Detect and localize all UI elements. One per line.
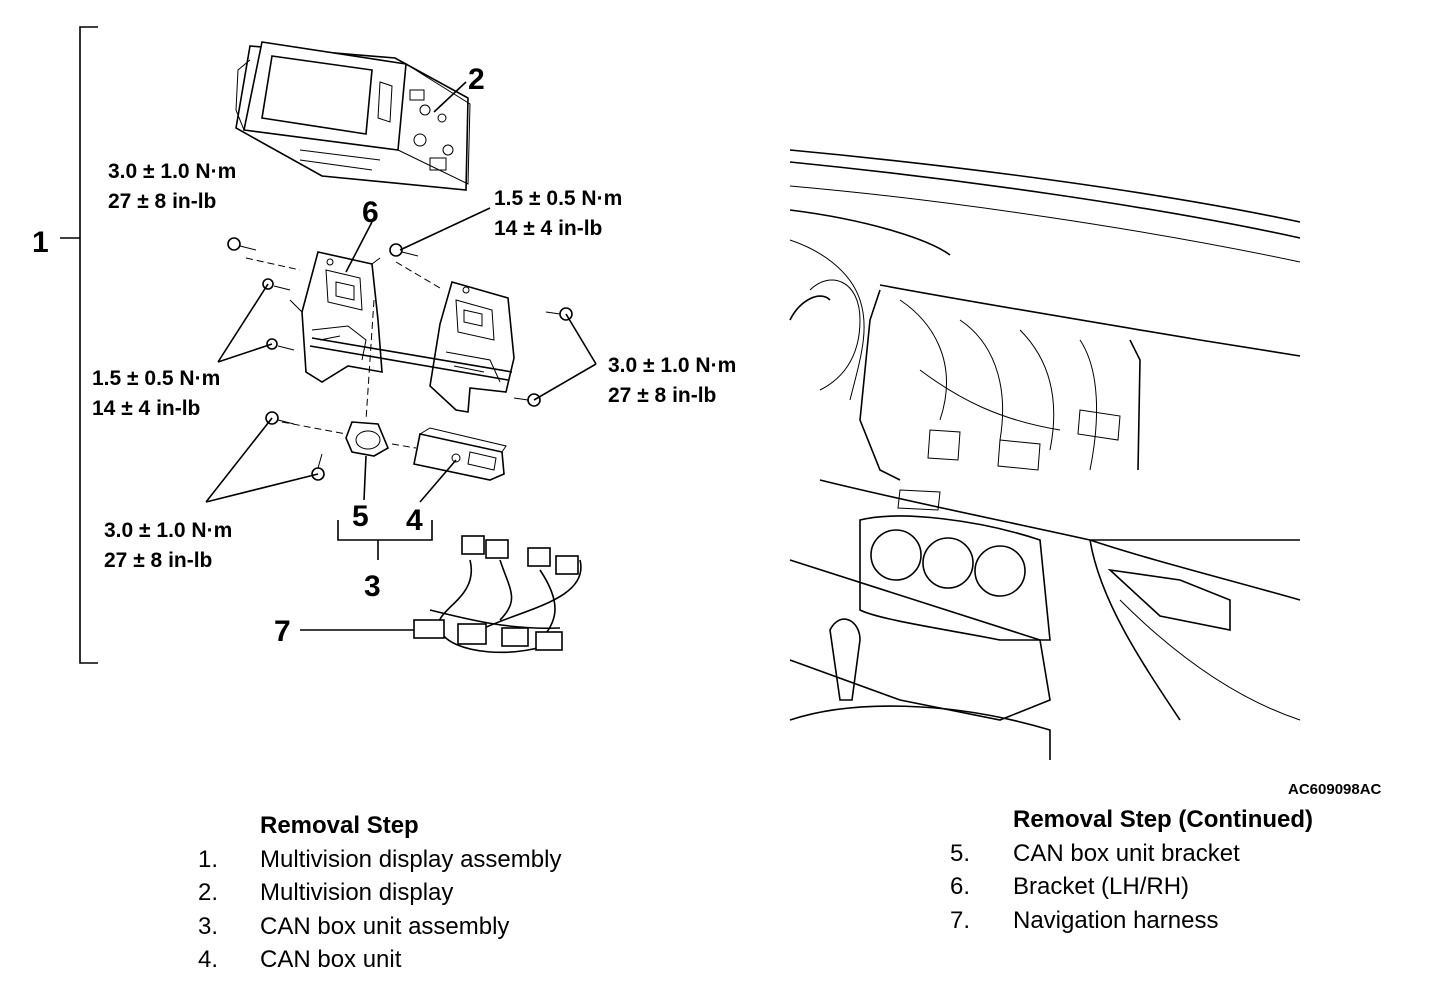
step-number: 2. (198, 879, 219, 906)
bracket-lh-drawing (289, 251, 383, 383)
navigation-harness-drawing (413, 535, 582, 654)
step-label: Multivision display assembly (260, 845, 562, 873)
step-number: 1. (198, 845, 219, 873)
leader-lines (205, 81, 597, 631)
step-number: 5. (950, 839, 971, 867)
removal-steps-right: Removal Step (Continued) 5. CAN box unit… (950, 803, 1313, 937)
removal-step-continued-title: Removal Step (Continued) (1013, 806, 1314, 833)
list-item: 6. Bracket (LH/RH) (950, 870, 1313, 904)
svg-text:1.5 ± 0.5 N·m: 1.5 ± 0.5 N·m (92, 367, 220, 390)
torque-spec-top-left: 3.0 ± 1.0 N·m 27 ± 8 in-lb (108, 160, 236, 213)
torque-spec-mid-right: 3.0 ± 1.0 N·m 27 ± 8 in-lb (608, 354, 736, 407)
svg-text:14 ± 4 in-lb: 14 ± 4 in-lb (494, 217, 602, 240)
list-item: 7. Navigation harness (950, 904, 1313, 938)
svg-text:27 ± 8 in-lb: 27 ± 8 in-lb (608, 384, 716, 407)
callout-4: 4 (406, 504, 423, 537)
list-item: 1. Multivision display assembly (198, 843, 561, 877)
svg-text:1.5 ± 0.5 N·m: 1.5 ± 0.5 N·m (494, 187, 622, 210)
svg-text:27 ± 8 in-lb: 27 ± 8 in-lb (104, 549, 212, 572)
step-label: CAN box unit bracket (1013, 839, 1240, 867)
svg-text:3.0 ± 1.0 N·m: 3.0 ± 1.0 N·m (108, 160, 236, 183)
callout-1: 1 (32, 226, 49, 259)
torque-spec-top-right: 1.5 ± 0.5 N·m 14 ± 4 in-lb (494, 187, 622, 240)
step-label: CAN box unit (260, 946, 402, 973)
step-number: 7. (950, 906, 971, 934)
step-label: CAN box unit assembly (260, 912, 510, 940)
step-label: Multivision display (260, 879, 454, 906)
callout-2: 2 (468, 63, 485, 96)
svg-text:14 ± 4 in-lb: 14 ± 4 in-lb (92, 397, 200, 420)
cross-rod-drawing (245, 257, 513, 421)
step-number: 6. (950, 873, 971, 900)
torque-spec-bottom-left: 3.0 ± 1.0 N·m 27 ± 8 in-lb (104, 519, 232, 572)
list-item: 3. CAN box unit assembly (198, 910, 561, 944)
list-item: 2. Multivision display (198, 876, 561, 910)
svg-text:27 ± 8 in-lb: 27 ± 8 in-lb (108, 190, 216, 213)
mounting-bolts (227, 237, 573, 481)
callout-7: 7 (274, 615, 291, 648)
removal-step-title: Removal Step (260, 812, 419, 839)
svg-text:3.0 ± 1.0 N·m: 3.0 ± 1.0 N·m (608, 354, 736, 377)
can-box-unit-drawing (281, 421, 507, 481)
callout-6: 6 (362, 196, 379, 229)
dashboard-location-drawing (789, 149, 1301, 760)
assembly-bracket-1 (60, 26, 98, 664)
removal-steps-left: Removal Step 1. Multivision display asse… (198, 809, 561, 977)
callout-5: 5 (352, 500, 369, 533)
multivision-display-drawing (235, 41, 471, 191)
torque-spec-mid-left: 1.5 ± 0.5 N·m 14 ± 4 in-lb (92, 367, 220, 420)
step-number: 4. (198, 946, 219, 973)
step-label: Bracket (LH/RH) (1013, 873, 1190, 900)
step-label: Navigation harness (1013, 906, 1219, 934)
bracket-rh-drawing (429, 281, 515, 413)
step-number: 3. (198, 912, 219, 940)
svg-text:3.0 ± 1.0 N·m: 3.0 ± 1.0 N·m (104, 519, 232, 542)
list-item: 5. CAN box unit bracket (950, 837, 1313, 871)
list-item: 4. CAN box unit (198, 943, 561, 977)
figure-code: AC609098AC (1288, 781, 1382, 798)
callout-3: 3 (364, 570, 381, 603)
